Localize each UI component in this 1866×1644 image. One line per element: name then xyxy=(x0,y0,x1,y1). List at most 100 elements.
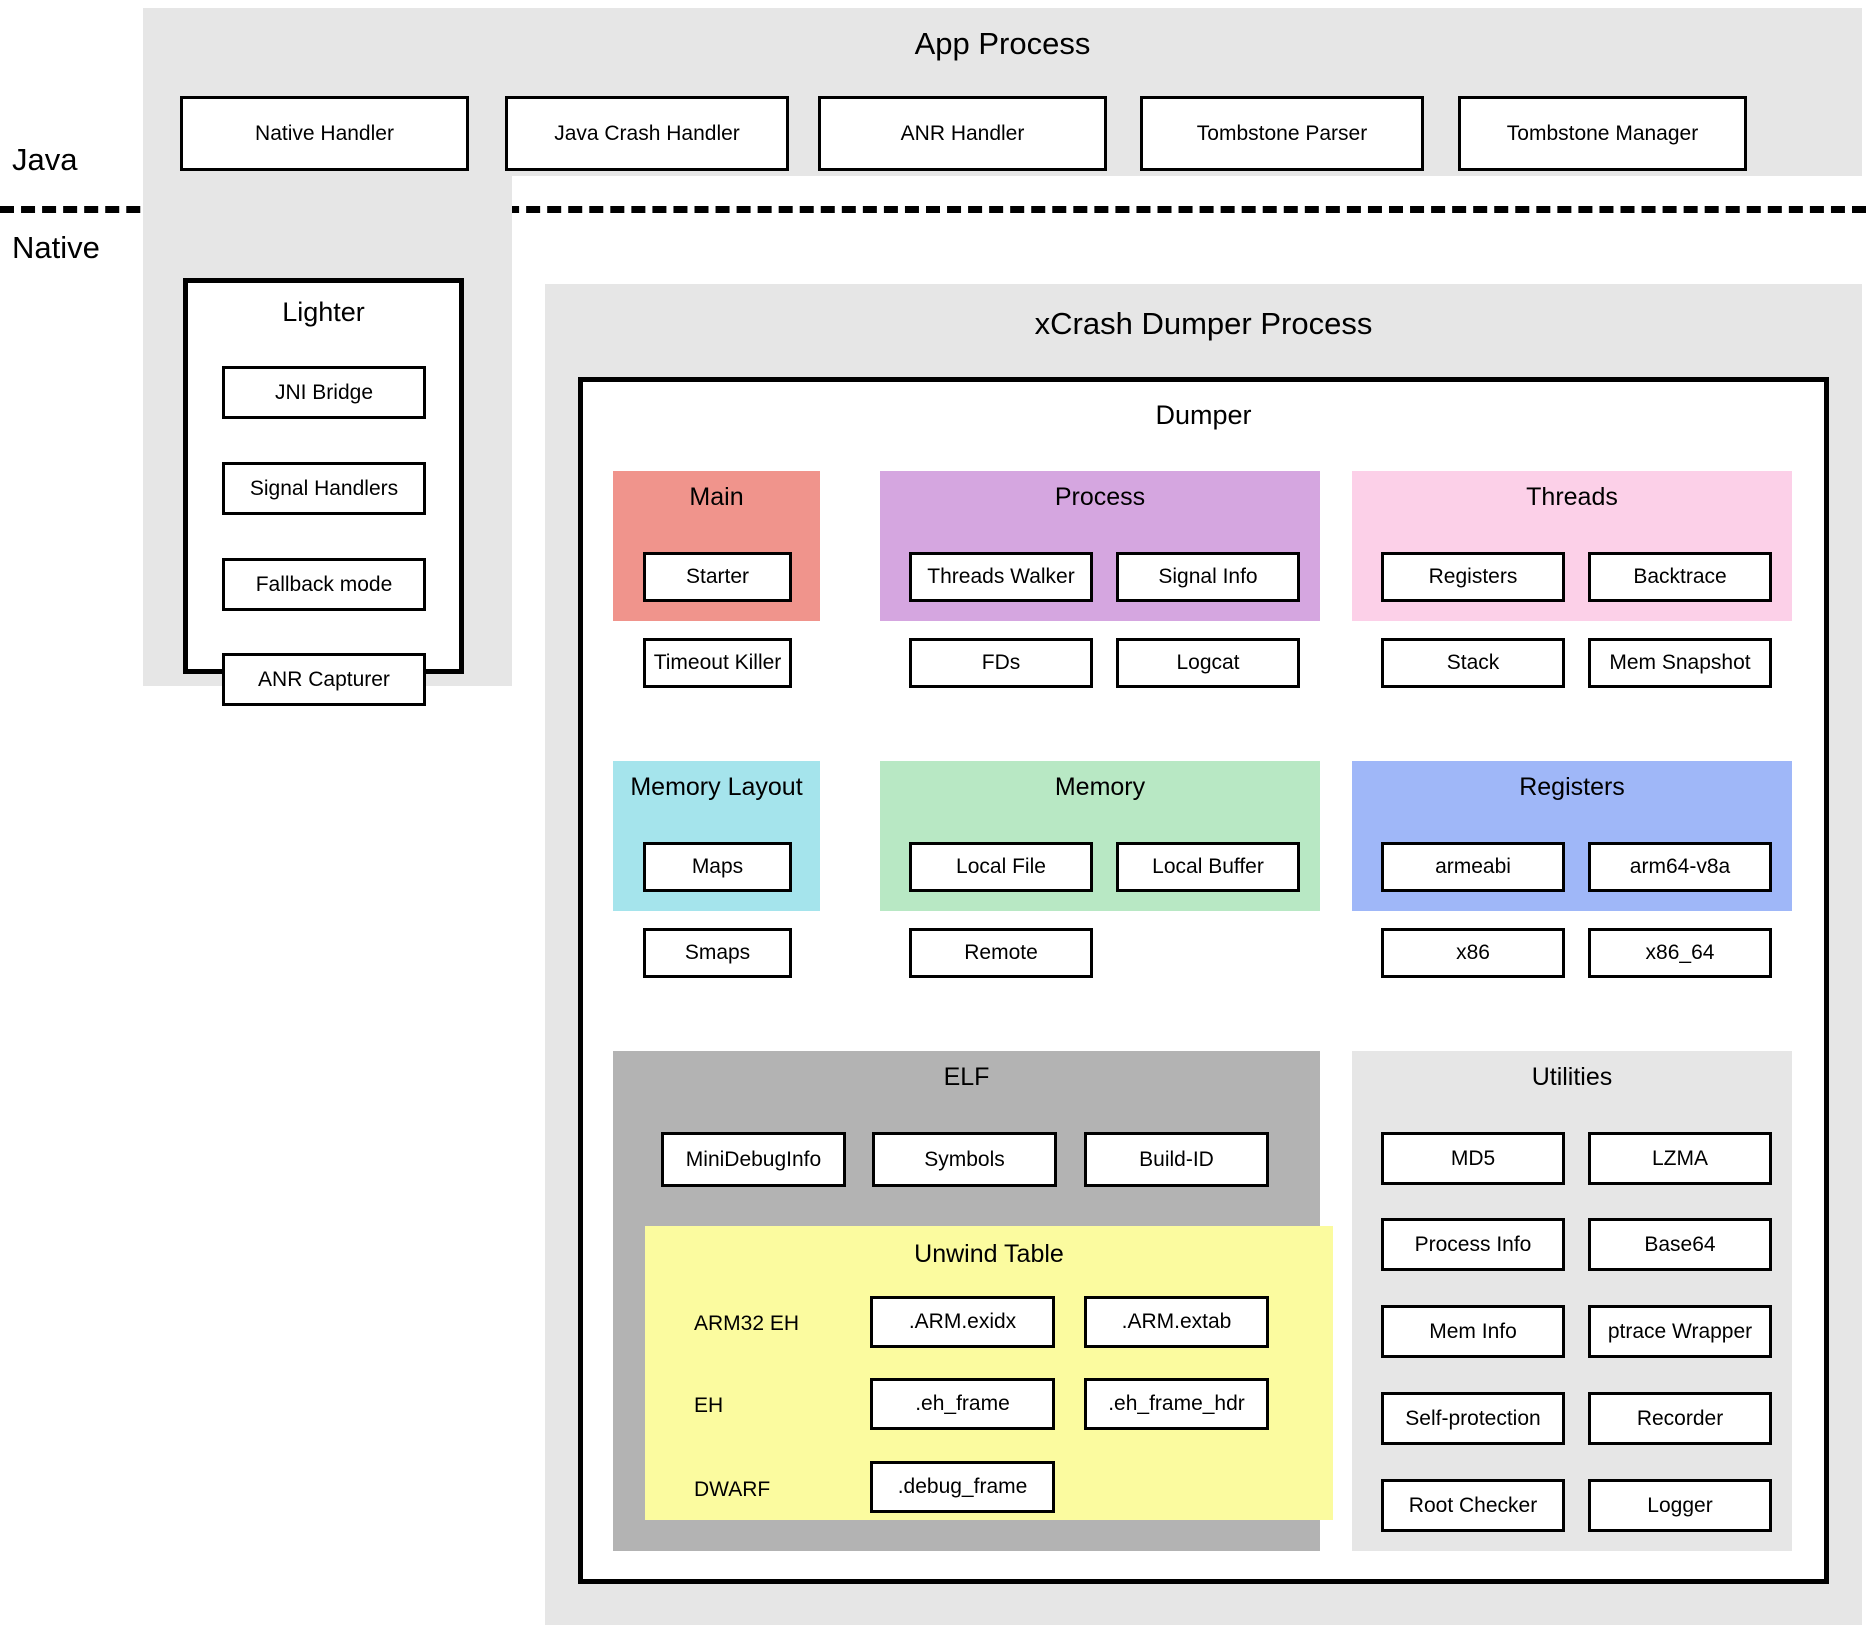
node-debug-frame[interactable]: .debug_frame xyxy=(870,1461,1055,1513)
node-minidebuginfo[interactable]: MiniDebugInfo xyxy=(661,1132,846,1187)
node-logger[interactable]: Logger xyxy=(1588,1479,1772,1532)
node-fds[interactable]: FDs xyxy=(909,638,1093,688)
node-root-checker[interactable]: Root Checker xyxy=(1381,1479,1565,1532)
node-java-crash-handler[interactable]: Java Crash Handler xyxy=(505,96,789,171)
node-recorder[interactable]: Recorder xyxy=(1588,1392,1772,1445)
node-anr-capturer[interactable]: ANR Capturer xyxy=(222,653,426,706)
node-arm64-v8a[interactable]: arm64-v8a xyxy=(1588,842,1772,892)
node-jni-bridge[interactable]: JNI Bridge xyxy=(222,366,426,419)
node-label: Maps xyxy=(691,855,744,879)
group-utilities: Utilities xyxy=(1352,1051,1792,1551)
node-eh-frame-hdr[interactable]: .eh_frame_hdr xyxy=(1084,1378,1269,1430)
node-label: LZMA xyxy=(1651,1146,1708,1170)
node-mem-snapshot[interactable]: Mem Snapshot xyxy=(1588,638,1772,688)
node-local-buffer[interactable]: Local Buffer xyxy=(1116,842,1300,892)
node-label: ptrace Wrapper xyxy=(1607,1319,1753,1343)
group-title: ELF xyxy=(943,1063,990,1091)
node-label: Tombstone Manager xyxy=(1506,121,1699,145)
node-build-id[interactable]: Build-ID xyxy=(1084,1132,1269,1187)
unwind-row-label-dwarf: DWARF xyxy=(694,1478,771,1501)
node-label: Symbols xyxy=(924,1147,1005,1171)
group-title: Unwind Table xyxy=(914,1240,1064,1268)
node-arm-extab[interactable]: .ARM.extab xyxy=(1084,1296,1269,1348)
unwind-row-label-arm32-eh: ARM32 EH xyxy=(694,1312,800,1335)
node-stack[interactable]: Stack xyxy=(1381,638,1565,688)
node-label: Signal Info xyxy=(1158,565,1258,589)
group-title: Utilities xyxy=(1531,1063,1613,1091)
node-maps[interactable]: Maps xyxy=(643,842,792,892)
node-tombstone-manager[interactable]: Tombstone Manager xyxy=(1458,96,1747,171)
node-starter[interactable]: Starter xyxy=(643,552,792,602)
node-symbols[interactable]: Symbols xyxy=(872,1132,1057,1187)
node-mem-info[interactable]: Mem Info xyxy=(1381,1305,1565,1358)
group-title: Memory Layout xyxy=(630,773,803,801)
node-tombstone-parser[interactable]: Tombstone Parser xyxy=(1140,96,1424,171)
node-self-protection[interactable]: Self-protection xyxy=(1381,1392,1565,1445)
node-arm-exidx[interactable]: .ARM.exidx xyxy=(870,1296,1055,1348)
node-label: Native Handler xyxy=(255,121,394,145)
node-label: MiniDebugInfo xyxy=(685,1147,822,1171)
node-ptrace-wrapper[interactable]: ptrace Wrapper xyxy=(1588,1305,1772,1358)
node-label: Registers xyxy=(1428,565,1518,589)
node-process-info[interactable]: Process Info xyxy=(1381,1218,1565,1271)
node-threads-registers[interactable]: Registers xyxy=(1381,552,1565,602)
node-smaps[interactable]: Smaps xyxy=(643,928,792,978)
xcrash-dumper-process-title: xCrash Dumper Process xyxy=(1034,306,1373,341)
node-md5[interactable]: MD5 xyxy=(1381,1132,1565,1185)
node-label: Remote xyxy=(964,941,1038,965)
node-label: x86 xyxy=(1456,941,1490,965)
node-label: Java Crash Handler xyxy=(554,121,740,145)
node-label: Logger xyxy=(1647,1493,1713,1517)
node-label: .debug_frame xyxy=(897,1475,1028,1499)
node-label: ANR Capturer xyxy=(258,667,390,691)
node-x86[interactable]: x86 xyxy=(1381,928,1565,978)
node-logcat[interactable]: Logcat xyxy=(1116,638,1300,688)
node-label: Logcat xyxy=(1176,651,1240,675)
node-backtrace[interactable]: Backtrace xyxy=(1588,552,1772,602)
node-signal-info[interactable]: Signal Info xyxy=(1116,552,1300,602)
node-label: Root Checker xyxy=(1408,1493,1538,1517)
node-label: Signal Handlers xyxy=(249,476,399,500)
node-native-handler[interactable]: Native Handler xyxy=(180,96,469,171)
node-signal-handlers[interactable]: Signal Handlers xyxy=(222,462,426,515)
node-label: Local Buffer xyxy=(1152,855,1264,879)
node-remote[interactable]: Remote xyxy=(909,928,1093,978)
node-label: Tombstone Parser xyxy=(1196,121,1368,145)
node-threads-walker[interactable]: Threads Walker xyxy=(909,552,1093,602)
node-label: Threads Walker xyxy=(927,565,1075,589)
node-timeout-killer[interactable]: Timeout Killer xyxy=(643,638,792,688)
group-title: Threads xyxy=(1526,483,1618,511)
node-base64[interactable]: Base64 xyxy=(1588,1218,1772,1271)
node-fallback-mode[interactable]: Fallback mode xyxy=(222,558,426,611)
java-native-grey-column xyxy=(143,176,512,186)
group-title: Memory xyxy=(1054,773,1146,801)
node-eh-frame[interactable]: .eh_frame xyxy=(870,1378,1055,1430)
node-label: Process Info xyxy=(1414,1232,1532,1256)
node-label: Backtrace xyxy=(1633,565,1727,589)
node-local-file[interactable]: Local File xyxy=(909,842,1093,892)
node-label: .eh_frame_hdr xyxy=(1108,1392,1245,1416)
node-label: Stack xyxy=(1446,651,1500,675)
node-label: MD5 xyxy=(1450,1146,1496,1170)
node-label: Fallback mode xyxy=(255,572,393,596)
node-lzma[interactable]: LZMA xyxy=(1588,1132,1772,1185)
node-label: x86_64 xyxy=(1645,941,1715,965)
layer-label-java: Java xyxy=(12,142,78,177)
unwind-row-label-eh: EH xyxy=(694,1394,724,1417)
node-label: FDs xyxy=(981,651,1021,675)
group-title: Registers xyxy=(1519,773,1625,801)
node-label: Recorder xyxy=(1636,1406,1724,1430)
node-anr-handler[interactable]: ANR Handler xyxy=(818,96,1107,171)
node-armeabi[interactable]: armeabi xyxy=(1381,842,1565,892)
node-label: Starter xyxy=(685,565,750,589)
java-native-divider xyxy=(0,206,1866,213)
node-label: .ARM.extab xyxy=(1121,1310,1232,1334)
node-label: Self-protection xyxy=(1405,1406,1541,1430)
node-label: Smaps xyxy=(684,941,751,965)
node-label: Timeout Killer xyxy=(653,651,782,675)
node-x86-64[interactable]: x86_64 xyxy=(1588,928,1772,978)
node-label: Mem Snapshot xyxy=(1609,651,1751,675)
node-label: armeabi xyxy=(1435,855,1511,879)
node-label: Local File xyxy=(956,855,1046,879)
